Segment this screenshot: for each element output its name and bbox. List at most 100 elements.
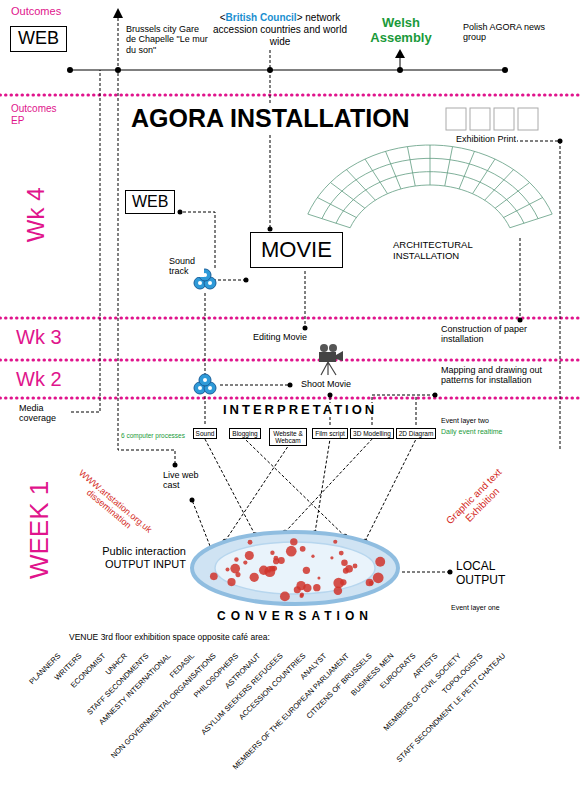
dot [502,67,508,73]
leader-line [205,396,206,424]
diagram-label: Polish AGORA news group [462,22,564,43]
arch-ring [350,185,510,228]
diagram-label: AGORA INSTALLATION [130,104,411,133]
week-divider [0,397,583,400]
sound-disc-hole [208,281,212,285]
box-text: Website & Webcam [272,430,304,444]
red-blot [280,591,290,601]
red-blot [311,555,314,558]
leader-line [520,238,521,320]
arch-rib [504,198,543,218]
red-blot [334,586,343,595]
red-blot [226,568,230,572]
diagram-label: Mapping and drawing out patterns for ins… [440,365,554,386]
dot [288,383,293,388]
diagram-label: Wk 2 [15,368,63,391]
diagram-label: 6 computer processes [120,432,186,439]
diagram-label: Brussels city Gare de Chapelle "Le mur d… [125,24,212,55]
leader-line [118,18,175,465]
camera-reel [320,344,328,352]
outcome-box: WEB [10,26,67,52]
red-blot [345,565,353,573]
arch-rib [473,159,496,194]
red-blot [290,538,297,545]
arrow-head [113,8,123,18]
leader-line [270,50,271,229]
red-blot [299,594,303,598]
arch-rib [330,183,364,209]
empty-square [446,108,466,130]
week-dividers [0,95,583,398]
camera-tripod [321,362,336,375]
arch-rib [317,198,356,218]
box-text: Sound [196,430,215,437]
diagram-label: Event layer one [450,604,501,612]
empty-square [494,108,514,130]
diagram-label: Sound track [168,256,204,277]
dot [178,210,183,215]
dot [244,278,249,283]
sound-disc-hole [198,281,202,285]
box-text: WEB [132,193,168,211]
red-blot [248,540,253,545]
box-text: Blogging [232,430,257,437]
diagram-label: WEEK 1 [25,480,55,580]
diagram-label: Outcomes EP [10,103,72,126]
outcome-box: WEB [125,190,175,214]
outcome-axis [70,70,505,71]
week-divider [0,359,583,362]
red-blot [340,579,346,585]
pool-inner [215,542,375,594]
dot [190,498,195,503]
red-blot [227,578,235,586]
leader-line [220,385,290,386]
arrow-head [395,49,405,58]
diagram-label: Construction of paper installation [440,324,546,345]
leader-line [192,500,210,546]
diagram-label: Wk 4 [21,186,49,243]
dot [173,463,178,468]
connector [245,439,345,536]
red-blot [286,546,297,557]
sound-icon [194,374,216,394]
red-blot [330,556,333,559]
leader-line [213,280,246,281]
dot [397,67,403,73]
process-box: Film script [312,428,348,439]
arch-rib [430,145,431,185]
diagram-label: VENUE 3rd floor exhibition space opposit… [68,633,271,643]
arch-ring [308,145,552,214]
red-blot [317,577,320,580]
red-blot [273,558,279,564]
process-box: 2D Diagram [396,428,437,439]
red-blot [341,560,348,567]
red-blot [235,572,240,577]
red-blot [250,573,259,582]
red-blot [245,551,254,560]
arch-rib [459,151,474,189]
red-blot [375,557,385,567]
diagram-label: Wk 3 [15,326,63,349]
diagram-label: Outcomes [10,5,62,18]
leader-line [416,395,417,425]
connector [225,446,288,541]
week-divider [0,317,583,320]
process-box: Sound [193,428,218,439]
conversation-title: CONVERSATION [185,610,405,623]
sound-disc [199,374,211,386]
diagram-label: < [220,12,226,23]
diagram-label: Welsh Assembly [360,16,442,46]
diagram-label: Editing Movie [252,332,308,342]
dot [328,393,333,398]
camera-reel [329,344,337,352]
connector [205,439,255,535]
box-text: MOVIE [261,238,332,262]
leader-line [305,271,306,328]
red-blot [210,572,218,580]
diagram-label: WWW.artstation.org.uk dissemination [62,460,163,549]
diagram-label: INTERPRETATION [222,403,378,418]
process-box: Website & Webcam [269,428,307,446]
arch-rib [365,159,388,194]
box-text: 2D Diagram [399,430,434,437]
dot [433,393,438,398]
